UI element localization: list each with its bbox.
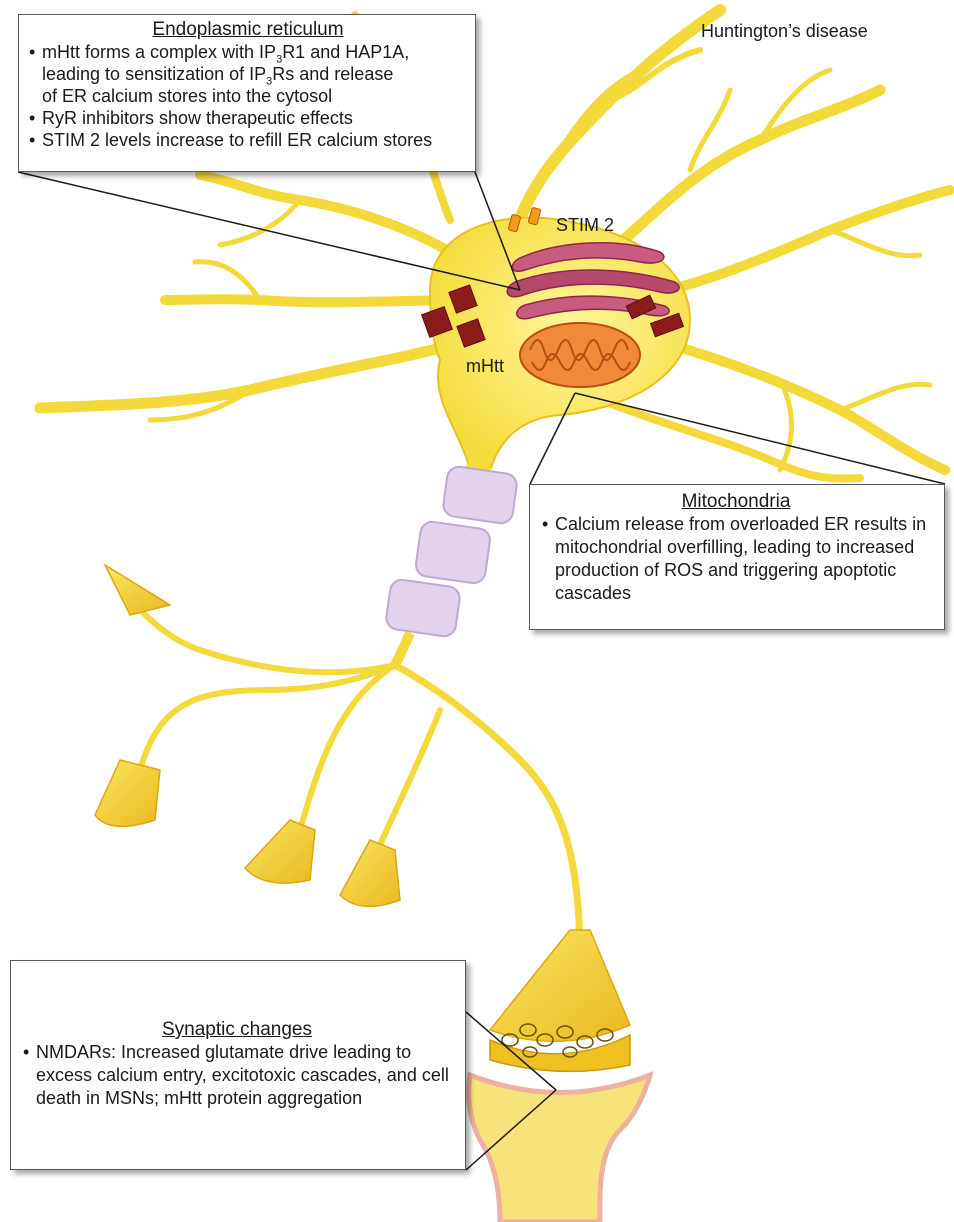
er-callout-list: mHtt forms a complex with IP3R1 and HAP1… — [29, 41, 467, 151]
axon-branches — [130, 600, 580, 960]
er-callout-title: Endoplasmic reticulum — [29, 19, 467, 41]
er-bullet-2: RyR inhibitors show therapeutic effects — [29, 107, 467, 129]
er-bullet-3: STIM 2 levels increase to refill ER calc… — [29, 129, 467, 151]
mitochondria-callout: Mitochondria Calcium release from overlo… — [529, 484, 945, 630]
synaptic-callout-title: Synaptic changes — [23, 1019, 451, 1041]
synaptic-callout-list: NMDARs: Increased glutamate drive leadin… — [23, 1041, 451, 1110]
synapse — [469, 930, 650, 1222]
axon — [385, 460, 518, 665]
mhtt-label: mHtt — [466, 355, 504, 377]
synaptic-changes-callout: Synaptic changes NMDARs: Increased gluta… — [10, 960, 466, 1170]
figure-title: Huntington’s disease — [701, 20, 868, 42]
mitochondrion — [520, 323, 640, 387]
mitochondria-callout-list: Calcium release from overloaded ER resul… — [542, 513, 930, 605]
er-bullet-1: mHtt forms a complex with IP3R1 and HAP1… — [29, 41, 467, 107]
mitochondria-bullet: Calcium release from overloaded ER resul… — [542, 513, 930, 605]
er-callout: Endoplasmic reticulum mHtt forms a compl… — [18, 14, 476, 172]
stim2-label: STIM 2 — [556, 214, 614, 236]
mitochondria-callout-title: Mitochondria — [542, 491, 930, 513]
axon-terminals — [95, 565, 400, 906]
synaptic-bullet: NMDARs: Increased glutamate drive leadin… — [23, 1041, 451, 1110]
